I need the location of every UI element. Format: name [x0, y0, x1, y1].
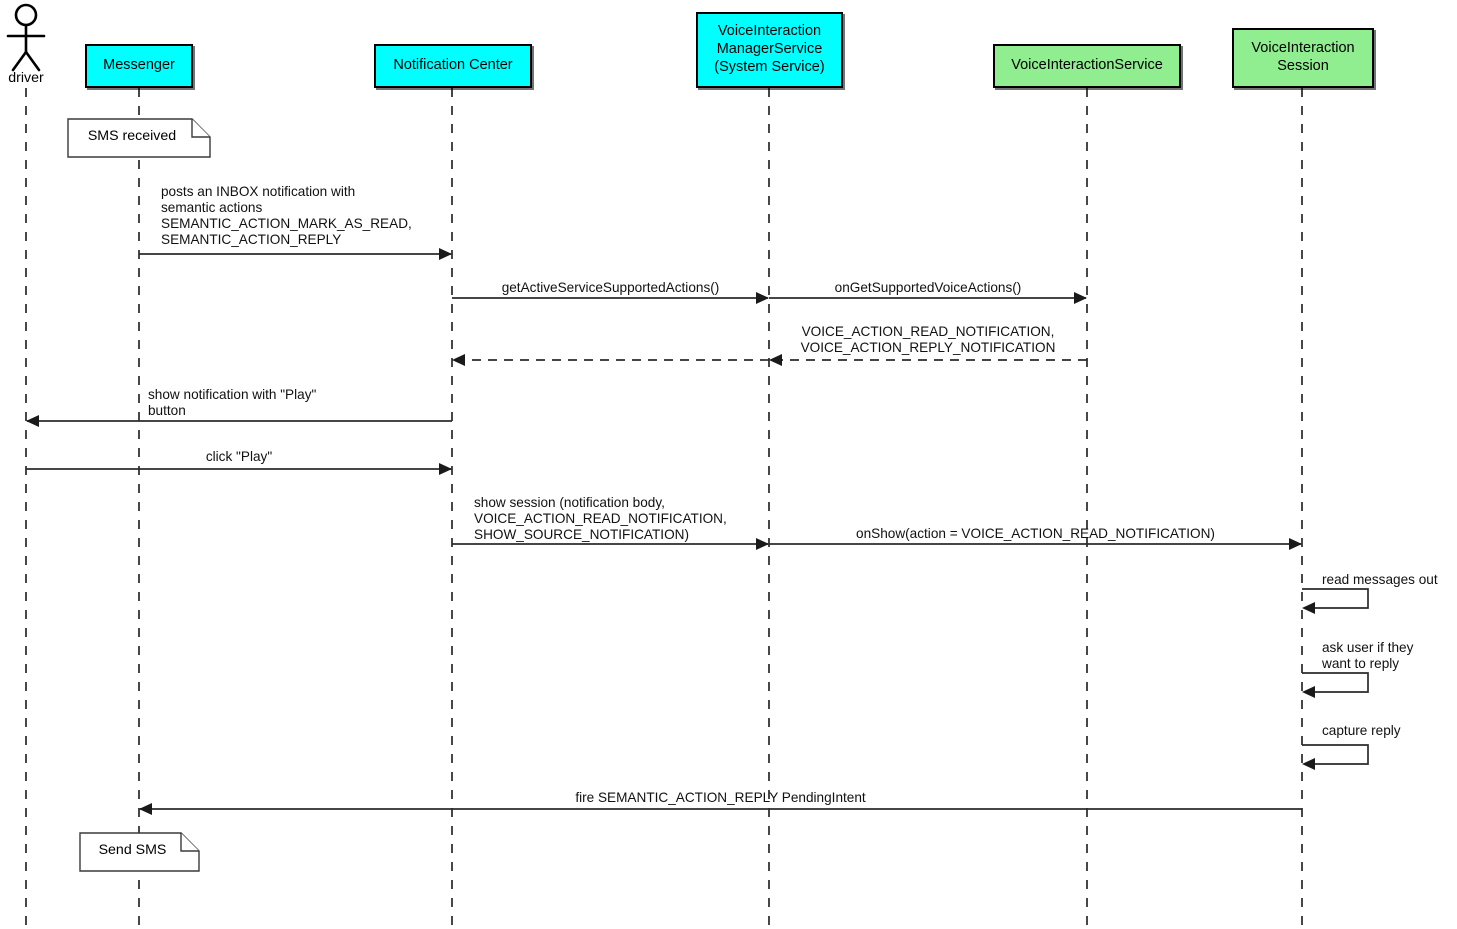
note-sms-received-fold-icon [191, 119, 210, 138]
self-ask-user-reply-arrowhead-icon [1302, 686, 1315, 698]
msg-return-voice-actions-to-manager-arrowhead-icon [769, 354, 782, 366]
actor-label-driver: driver [8, 70, 44, 86]
lifelines-group [25, 88, 1303, 929]
msg-get-active-service-supported-actions-arrowhead-icon [756, 292, 769, 304]
msg-show-notification-with-play-arrowhead-icon [26, 415, 39, 427]
participant-box-voice-interaction-service[interactable]: VoiceInteractionService [993, 44, 1181, 88]
msg-post-inbox-notification-arrowhead-icon [439, 248, 452, 260]
msg-show-session-arrowhead-icon [756, 538, 769, 550]
actor-left-leg-icon [11, 50, 28, 72]
actor-head-icon [14, 3, 38, 27]
self-read-messages-out-label: read messages out [1322, 572, 1438, 587]
msg-fire-semantic-action-reply-arrowhead-icon [139, 803, 152, 815]
msg-fire-semantic-action-reply-label: fire SEMANTIC_ACTION_REPLY PendingIntent [575, 790, 866, 805]
actor-figure-group [6, 3, 46, 72]
msg-show-notification-with-play-label: show notification with "Play" button [148, 387, 317, 419]
msg-get-active-service-supported-actions-label: getActiveServiceSupportedActions() [501, 280, 720, 295]
participant-box-notification-center[interactable]: Notification Center [374, 44, 532, 88]
msg-post-inbox-notification-label: posts an INBOX notification with semanti… [161, 184, 412, 248]
participant-label-notification-center: Notification Center [393, 57, 513, 74]
actor-right-leg-icon [24, 50, 41, 72]
self-read-messages-out-arrowhead-icon [1302, 602, 1315, 614]
msg-on-get-supported-voice-actions-label: onGetSupportedVoiceActions() [834, 280, 1022, 295]
messages-group [26, 248, 1302, 815]
participant-label-voice-interaction-service: VoiceInteractionService [1011, 57, 1163, 74]
participant-box-voice-interaction-session[interactable]: VoiceInteraction Session [1232, 28, 1374, 88]
note-send-sms-text: Send SMS [98, 842, 167, 858]
msg-return-voice-actions-to-manager-label: VOICE_ACTION_READ_NOTIFICATION, VOICE_AC… [800, 324, 1056, 356]
msg-on-show-arrowhead-icon [1289, 538, 1302, 550]
msg-return-voice-actions-to-notification-center-arrowhead-icon [452, 354, 465, 366]
self-capture-reply-loop[interactable] [1302, 744, 1369, 765]
self-ask-user-reply-loop[interactable] [1302, 672, 1369, 693]
participant-box-voice-interaction-manager-service[interactable]: VoiceInteraction ManagerService (System … [696, 12, 843, 88]
msg-click-play-label: click "Play" [205, 449, 273, 464]
participant-label-messenger: Messenger [103, 57, 175, 74]
note-sms-received-text: SMS received [87, 128, 177, 144]
self-capture-reply-arrowhead-icon [1302, 758, 1315, 770]
msg-click-play-arrowhead-icon [439, 463, 452, 475]
note-send-sms-shape [79, 832, 200, 872]
msg-on-show-label: onShow(action = VOICE_ACTION_READ_NOTIFI… [856, 526, 1215, 541]
self-calls-group [1302, 588, 1369, 770]
participant-label-voice-interaction-session: VoiceInteraction Session [1251, 40, 1355, 74]
note-send-sms-fold-icon [180, 833, 199, 852]
self-capture-reply-label: capture reply [1322, 723, 1401, 738]
participant-label-voice-interaction-manager-service: VoiceInteraction ManagerService (System … [714, 23, 825, 75]
notes-group [67, 118, 211, 872]
msg-on-get-supported-voice-actions-arrowhead-icon [1074, 292, 1087, 304]
participant-box-messenger[interactable]: Messenger [85, 44, 193, 88]
msg-show-session-label: show session (notification body, VOICE_A… [474, 495, 727, 543]
note-sms-received-shape [67, 118, 211, 158]
self-ask-user-reply-label: ask user if they want to reply [1322, 640, 1414, 672]
self-read-messages-out-loop[interactable] [1302, 588, 1369, 609]
